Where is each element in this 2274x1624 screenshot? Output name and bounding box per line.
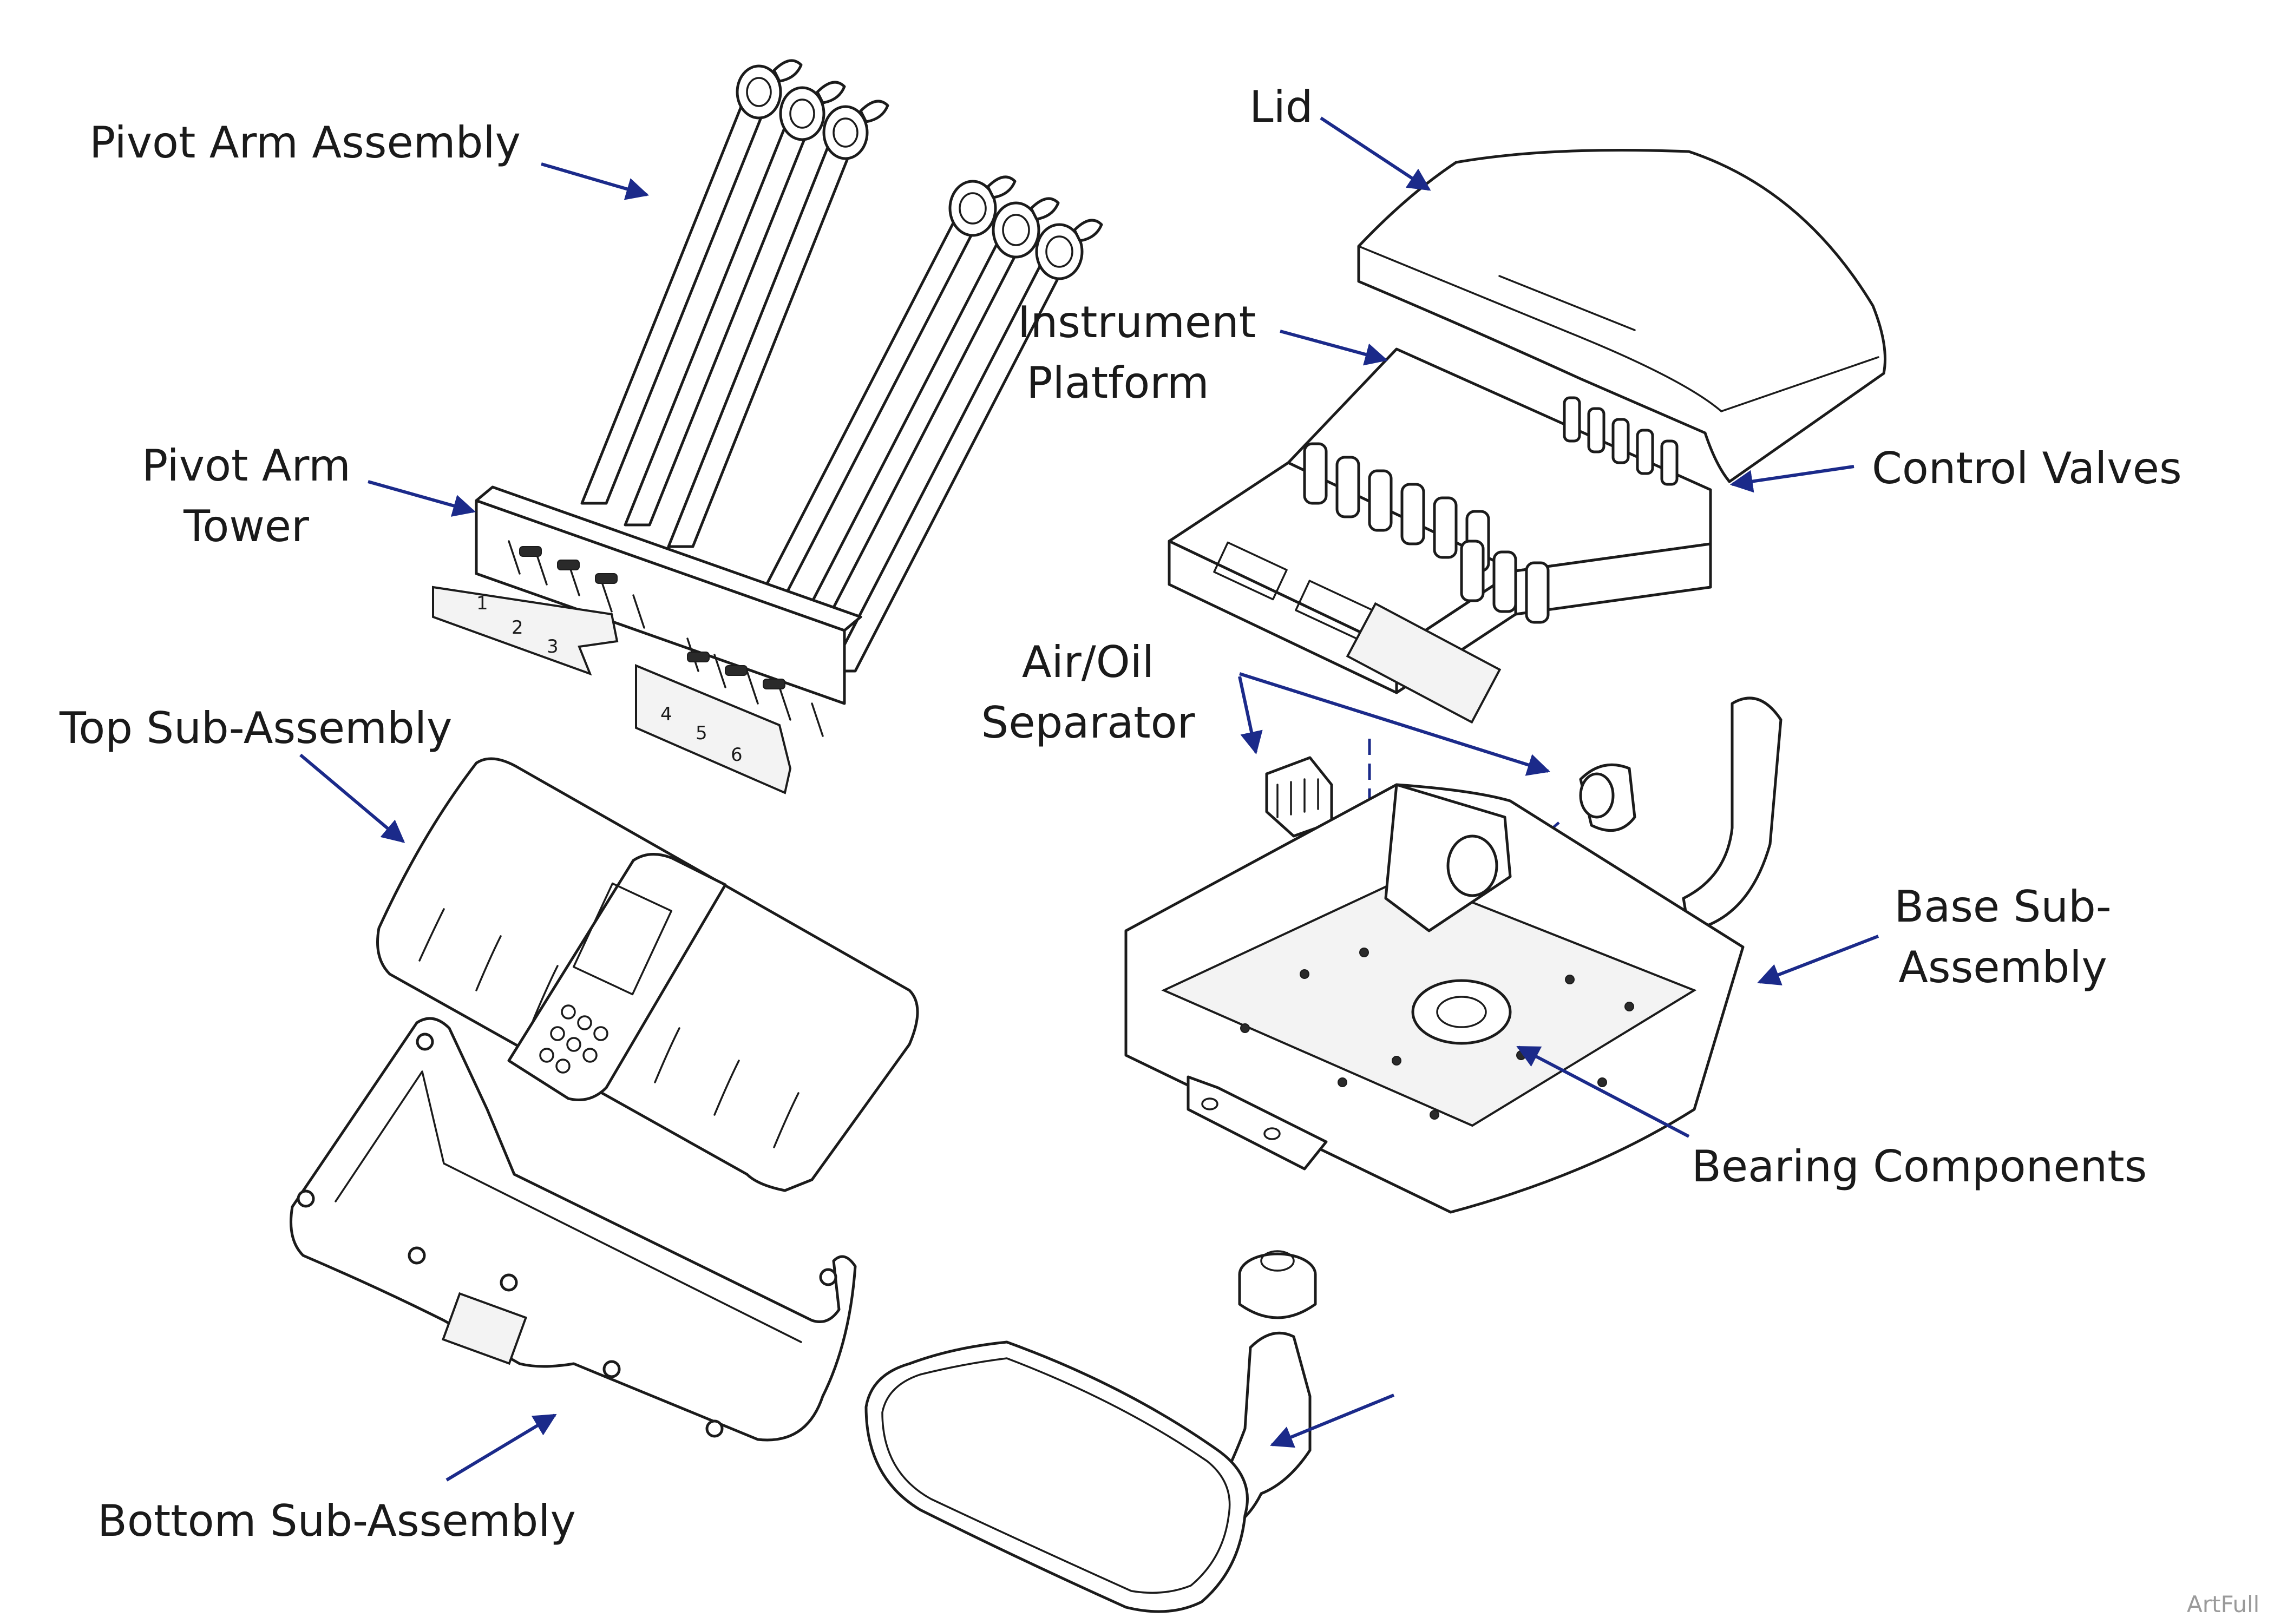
tower-number-2: 2 bbox=[512, 617, 523, 639]
arrow-pivot-arm-assembly bbox=[541, 162, 650, 200]
arrow-control-valves bbox=[1729, 465, 1854, 493]
label-control-valves: Control Valves bbox=[1872, 443, 2182, 494]
label-bearing-components: Bearing Components bbox=[1692, 1141, 2147, 1192]
watermark: ArtFull bbox=[2187, 1591, 2260, 1618]
instrument-platform-part bbox=[1168, 347, 1712, 724]
tower-number-5: 5 bbox=[696, 722, 707, 744]
pivot-arm-right-2 bbox=[786, 197, 1060, 651]
air-oil-separator-part bbox=[1265, 739, 1636, 931]
pivot-arm-left-2 bbox=[624, 81, 846, 527]
label-instrument-platform-line1: Instrument bbox=[1018, 297, 1256, 347]
label-instrument-platform: Instrument Platform bbox=[1018, 292, 1256, 413]
top-sub-assembly-part bbox=[376, 757, 919, 1192]
label-bottom-sub-assembly: Bottom Sub-Assembly bbox=[97, 1496, 576, 1546]
bottom-sub-assembly-part bbox=[290, 1017, 857, 1442]
tower-number-6: 6 bbox=[731, 744, 743, 766]
label-air-oil-separator: Air/Oil Separator bbox=[969, 632, 1207, 753]
tower-number-4: 4 bbox=[660, 703, 672, 725]
label-top-sub-assembly: Top Sub-Assembly bbox=[60, 703, 453, 753]
arrow-lid bbox=[1320, 116, 1431, 191]
arrow-tray bbox=[1270, 1393, 1395, 1448]
arrow-bottom-sub-assembly bbox=[445, 1413, 557, 1482]
separator-left bbox=[1265, 756, 1333, 838]
arrow-instrument-platform bbox=[1280, 330, 1388, 366]
label-base-sub-assembly-line1: Base Sub- bbox=[1894, 882, 2112, 932]
arrow-base-sub-assembly bbox=[1757, 935, 1879, 985]
arrow-bearing-components bbox=[1516, 1046, 1690, 1138]
label-lid: Lid bbox=[1249, 82, 1313, 132]
pivot-arm-left-1 bbox=[580, 59, 803, 505]
tower-number-1: 1 bbox=[476, 593, 488, 614]
label-pivot-arm-assembly: Pivot Arm Assembly bbox=[89, 117, 521, 168]
label-pivot-arm-tower-line2: Tower bbox=[184, 501, 309, 551]
label-air-oil-separator-line2: Separator bbox=[981, 698, 1195, 748]
arrow-air-oil-separator-right bbox=[1239, 672, 1551, 776]
pivot-arm-tower-part bbox=[432, 485, 862, 794]
arrow-air-oil-separator-left bbox=[1238, 676, 1263, 755]
tower-number-3: 3 bbox=[547, 636, 559, 658]
separator-right bbox=[1579, 763, 1636, 832]
label-instrument-platform-line2: Platform bbox=[1026, 358, 1209, 408]
arrow-top-sub-assembly bbox=[299, 753, 405, 843]
lid-part bbox=[1357, 149, 1886, 483]
bearing-components-part bbox=[864, 1250, 1317, 1613]
label-pivot-arm-tower-line1: Pivot Arm bbox=[142, 440, 351, 491]
label-pivot-arm-tower: Pivot Arm Tower bbox=[127, 436, 365, 557]
arrow-pivot-arm-tower bbox=[368, 480, 476, 517]
pivot-arm-assembly-part bbox=[580, 59, 1103, 673]
label-base-sub-assembly: Base Sub- Assembly bbox=[1862, 877, 2144, 998]
base-sub-assembly-part bbox=[1124, 696, 1782, 1214]
leader-arrows bbox=[299, 116, 1879, 1482]
pivot-arm-right-3 bbox=[829, 219, 1103, 673]
label-base-sub-assembly-line2: Assembly bbox=[1898, 942, 2107, 992]
label-air-oil-separator-line1: Air/Oil bbox=[1021, 637, 1155, 687]
pivot-arm-left-3 bbox=[667, 100, 889, 548]
